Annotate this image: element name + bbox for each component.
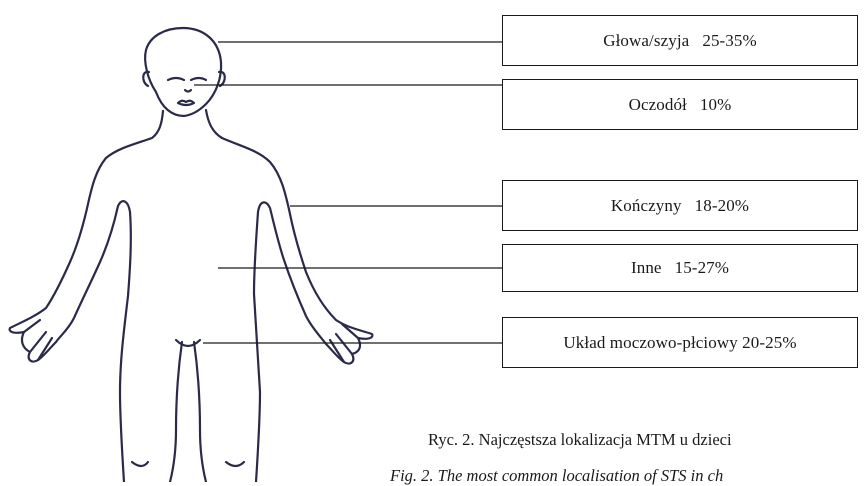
label-other: Inne 15-27% [502,244,858,292]
left-knee [132,462,148,466]
left-eye [168,78,184,80]
inner-right-leg [194,342,206,482]
right-knee [226,462,244,466]
human-body-outline [10,28,373,482]
body-right-outline [206,110,372,482]
nose [185,90,191,92]
mouth [178,101,194,105]
right-eye [191,78,206,80]
crotch [176,340,200,346]
label-limbs: Kończyny 18-20% [502,180,858,231]
body-left-outline [10,111,163,482]
label-genitourinary: Układ moczowo-płciowy 20-25% [502,317,858,368]
leader-lines [194,42,502,343]
figure-caption-english: Fig. 2. The most common localisation of … [390,466,723,486]
figure-caption-polish: Ryc. 2. Najczęstsza lokalizacja MTM u dz… [428,430,732,450]
inner-left-leg [170,342,182,482]
label-orbit: Oczodół 10% [502,79,858,130]
head-outline [145,28,221,116]
label-head-neck: Głowa/szyja 25-35% [502,15,858,66]
